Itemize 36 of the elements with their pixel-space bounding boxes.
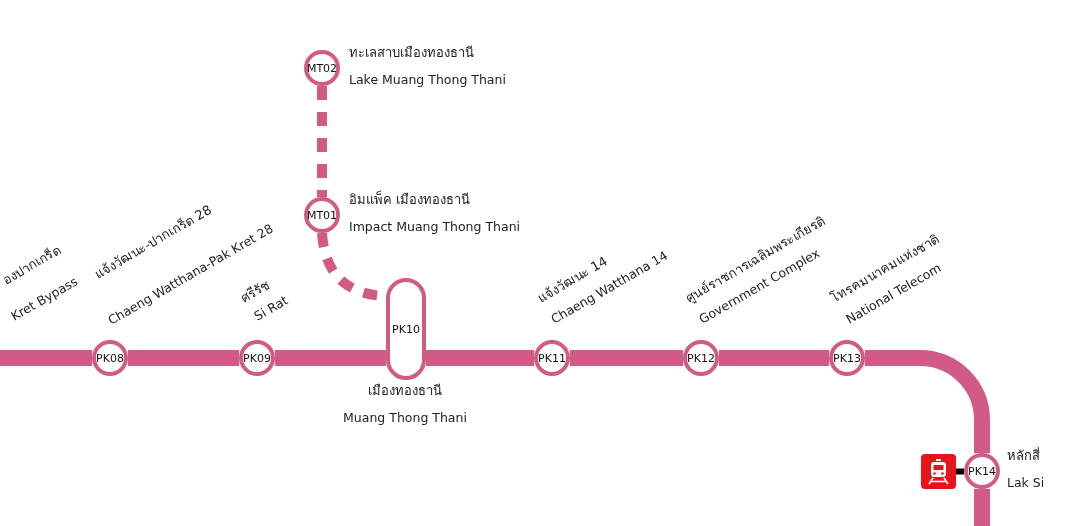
- station-name: หลักสี่: [1007, 449, 1040, 464]
- rail-line: [570, 350, 683, 366]
- station-marker: [304, 50, 340, 86]
- station-name: Lake Muang Thong Thani: [349, 73, 506, 88]
- station-code: PK13: [833, 351, 861, 365]
- station-name: Impact Muang Thong Thani: [349, 220, 521, 235]
- station-marker: [239, 340, 275, 376]
- connector-line: [956, 468, 964, 475]
- rail-line: [426, 350, 534, 366]
- station-marker: [683, 340, 719, 376]
- station-code: PK08: [96, 351, 124, 365]
- rail-line: [275, 350, 386, 366]
- station-marker: [304, 197, 340, 233]
- station-code: PK14: [968, 464, 996, 478]
- rail-line: [0, 350, 92, 366]
- station-code: MT01: [306, 208, 338, 222]
- rail-line: [974, 489, 990, 526]
- station-code: PK10: [392, 322, 420, 336]
- rail-line: [719, 350, 829, 366]
- rail-line: [865, 350, 990, 453]
- station-code: PK11: [538, 351, 566, 365]
- planned-line-segment: [317, 86, 327, 197]
- station-name: Muang Thong Thani: [343, 411, 467, 426]
- station-code: PK12: [687, 351, 715, 365]
- station-name: ทะเลสาบเมืองทองธานี: [349, 46, 474, 61]
- station-marker: [829, 340, 865, 376]
- station-marker: [534, 340, 570, 376]
- station-name: Lak Si: [1007, 476, 1045, 491]
- station-marker: [964, 453, 1000, 489]
- interchange-station-marker: [386, 278, 426, 380]
- train-icon: [921, 454, 956, 489]
- station-code: PK09: [243, 351, 271, 365]
- station-name: เมืองทองธานี: [368, 384, 442, 399]
- station-code: MT02: [306, 61, 338, 75]
- station-marker: [92, 340, 128, 376]
- rail-line: [128, 350, 239, 366]
